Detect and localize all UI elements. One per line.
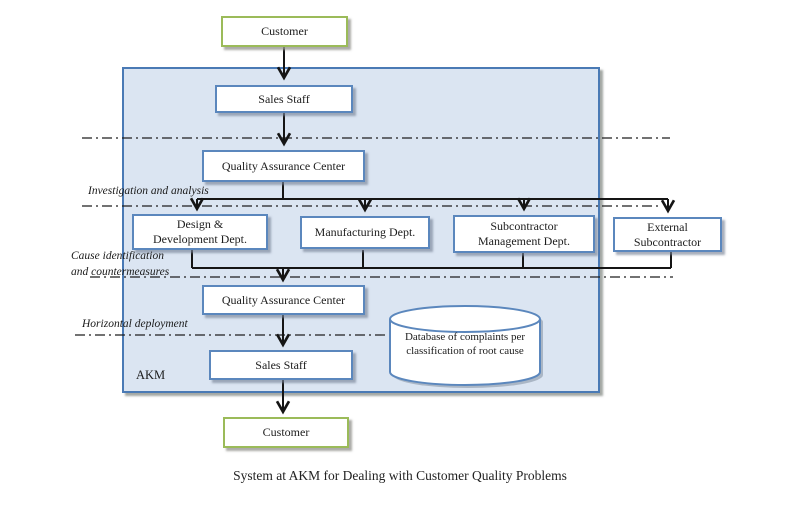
node-customer-bottom-label: Customer: [262, 425, 310, 439]
phase-cause-label-line2: and countermeasures: [71, 266, 170, 278]
node-qa-center-1-label: Quality Assurance Center: [221, 158, 346, 173]
node-qa-center-1: Quality Assurance Center: [202, 150, 365, 182]
node-sales-staff-2: Sales Staff: [209, 350, 353, 380]
database-cylinder: [389, 305, 543, 388]
node-qa-center-2-label: Quality Assurance Center: [221, 292, 346, 307]
node-qa-center-2: Quality Assurance Center: [202, 285, 365, 315]
node-subcontractor-mgmt: Subcontractor Management Dept.: [453, 215, 595, 253]
node-sales-staff-1-label: Sales Staff: [258, 91, 310, 106]
database-body: [389, 319, 541, 386]
node-customer-top: Customer: [221, 16, 348, 47]
phase-horizontal-label: Horizontal deployment: [82, 318, 188, 330]
panel-akm-label: AKM: [136, 368, 166, 382]
database-label: Database of complaints per classificatio…: [404, 331, 526, 358]
node-manufacturing: Manufacturing Dept.: [300, 216, 430, 249]
node-design-dev: Design & Development Dept.: [132, 214, 268, 250]
node-subcontractor-mgmt-label: Subcontractor Management Dept.: [478, 219, 570, 248]
figure-caption: System at AKM for Dealing with Customer …: [233, 468, 567, 483]
node-external-sub-label: External Subcontractor: [633, 219, 702, 249]
database-top: [389, 305, 541, 333]
node-manufacturing-label: Manufacturing Dept.: [314, 225, 416, 239]
flow-arrows: [189, 47, 676, 415]
node-customer-bottom: Customer: [223, 417, 349, 448]
phase-investigation-label: Investigation and analysis: [88, 185, 209, 197]
node-design-dev-label: Design & Development Dept.: [153, 217, 247, 246]
node-external-sub: External Subcontractor: [613, 217, 722, 252]
node-customer-top-label: Customer: [261, 24, 308, 38]
phase-cause-label-line1: Cause identification: [71, 250, 164, 262]
node-sales-staff-1: Sales Staff: [215, 85, 353, 113]
node-sales-staff-2-label: Sales Staff: [255, 357, 307, 372]
